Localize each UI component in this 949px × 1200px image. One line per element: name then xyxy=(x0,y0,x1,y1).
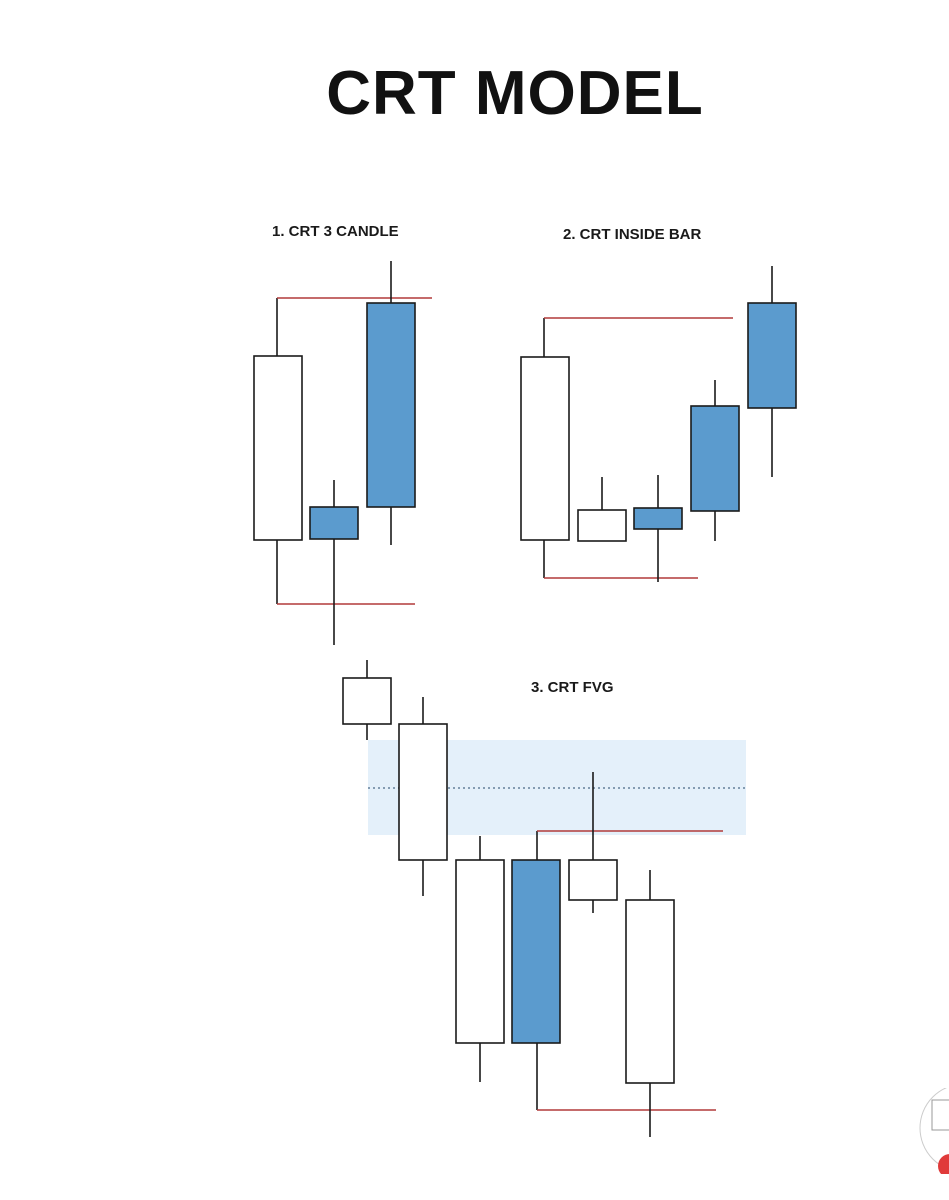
s3-candle-6-body xyxy=(625,899,675,1084)
s1-candle-1-body xyxy=(253,355,303,541)
page-title: CRT MODEL xyxy=(326,59,704,128)
s3-candle-1-body xyxy=(342,677,392,725)
s3-candle-2-body xyxy=(398,723,448,861)
section-title-crt-fvg: 3. CRT FVG xyxy=(531,679,614,696)
s2-candle-2-body xyxy=(577,509,627,542)
s2-candle-3-body xyxy=(633,507,683,530)
s2-candle-5-body xyxy=(747,302,797,409)
watermark-badge-icon xyxy=(919,1088,949,1174)
s3-candle-3-body xyxy=(455,859,505,1044)
s2-candle-1-body xyxy=(520,356,570,541)
section-title-crt-3-candle: 1. CRT 3 CANDLE xyxy=(272,223,399,240)
s3-candle-5-body xyxy=(568,859,618,901)
s3-candle-4-body xyxy=(511,859,561,1044)
section-title-crt-inside-bar: 2. CRT INSIDE BAR xyxy=(563,226,702,243)
s1-candle-3-body xyxy=(366,302,416,508)
s2-candle-4-body xyxy=(690,405,740,512)
s1-candle-2-body xyxy=(309,506,359,540)
